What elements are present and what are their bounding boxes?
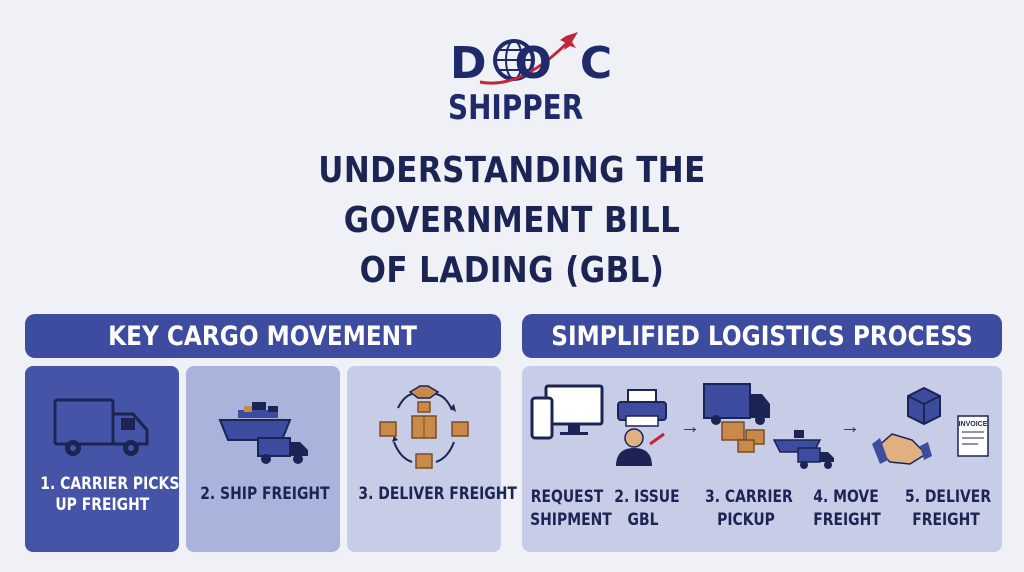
arrow-right-icon-2: → [840, 416, 860, 438]
cargo-step-ship-freight: 2. SHIP FREIGHT [186, 366, 340, 552]
printer-official-icon [616, 389, 667, 466]
cargo-step-2-label: 2. SHIP FREIGHT [200, 484, 330, 504]
handshake-box-invoice-icon: INVOICE [872, 386, 989, 465]
title-line-1: UNDERSTANDING THE [318, 150, 706, 191]
globe-plane-icon [479, 32, 578, 85]
logistics-process-header: SIMPLIFIED LOGISTICS PROCESS [522, 314, 1002, 358]
truck-boxes-ship-icon [703, 383, 834, 469]
process-step-2-label: 2. ISSUE GBL [614, 487, 680, 530]
cargo-step-deliver-freight: 3. DELIVER FREIGHT [347, 366, 517, 552]
title-line-3: OF LADING (GBL) [359, 250, 665, 291]
cargo-step-3-label: 3. DELIVER FREIGHT [358, 484, 517, 504]
process-step-5-label: 5. DELIVER FREIGHT [905, 487, 992, 530]
process-step-4-label: 4. MOVE FREIGHT [813, 487, 881, 530]
logo-shipper-text: SHIPPER [448, 88, 584, 128]
arrow-right-icon: → [680, 416, 700, 438]
process-step-1-label: REQUEST SHIPMENT [530, 487, 612, 530]
ship-and-truck-icon [218, 402, 308, 464]
computer-phone-icon [530, 384, 604, 440]
key-cargo-header: KEY CARGO MOVEMENT [25, 314, 501, 358]
invoice-text: INVOICE [959, 421, 988, 428]
cargo-step-carrier-pickup: 1. CARRIER PICKS UP FREIGHT [25, 366, 179, 552]
cargo-step-1-label: 1. CARRIER PICKS UP FREIGHT [40, 474, 180, 515]
logo-doc-text: DOC [450, 38, 641, 89]
truck-icon [53, 398, 149, 456]
docshipper-logo: DOC SHIPPER [440, 30, 612, 130]
process-step-3-label: 3. CARRIER PICKUP [705, 487, 793, 530]
title-line-2: GOVERNMENT BILL [343, 200, 681, 241]
handshake-boxes-cycle-icon [379, 385, 469, 469]
page-title: UNDERSTANDING THE GOVERNMENT BILL OF LAD… [297, 146, 727, 296]
